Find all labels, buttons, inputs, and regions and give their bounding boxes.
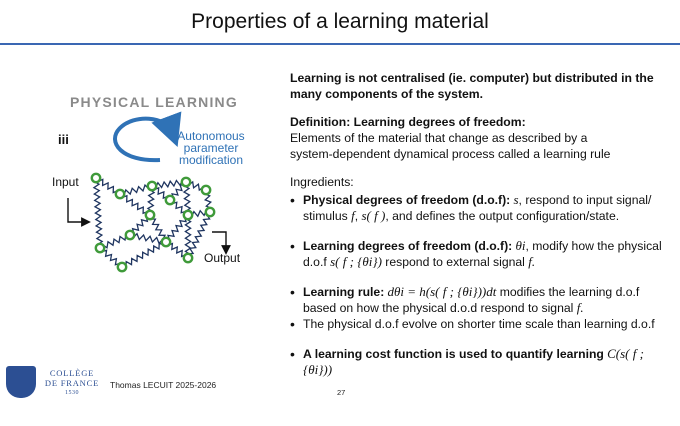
spring-edge — [182, 181, 192, 216]
spring-edge — [92, 177, 104, 249]
item-text: The physical d.o.f evolve on shorter tim… — [303, 317, 655, 331]
slide-title: Properties of a learning material — [191, 10, 489, 33]
list-item: Learning degrees of freedom (d.o.f): θi,… — [290, 238, 670, 270]
definition-line: system-dependent dynamical process calle… — [290, 147, 611, 161]
item-text: , respond to input signal/ — [518, 193, 652, 207]
item-text: d.o.f — [303, 255, 331, 269]
intro-paragraph: Learning is not centralised (ie. compute… — [290, 70, 670, 102]
network-node — [180, 176, 192, 188]
spring-edges — [92, 177, 213, 269]
definition-line: Elements of the material that change as … — [290, 131, 588, 145]
network-node — [164, 194, 176, 206]
spring-edge — [165, 214, 189, 243]
spring-edge — [184, 214, 192, 259]
spring-edge — [186, 211, 211, 259]
figure-heading: PHYSICAL LEARNING — [70, 94, 238, 110]
annotation-line: Autonomous — [177, 129, 245, 143]
item-bold: Learning rule: — [303, 285, 385, 299]
network-node — [94, 242, 106, 254]
network-node — [90, 172, 102, 184]
network-node — [114, 188, 126, 200]
spring-edge — [99, 233, 131, 249]
footer-author: Thomas LECUIT 2025-2026 — [110, 380, 217, 390]
network-node — [204, 206, 216, 218]
list-item: A learning cost function is used to quan… — [290, 346, 670, 378]
network-node — [146, 180, 158, 192]
item-bold: Physical degrees of freedom (d.o.f): — [303, 193, 511, 207]
item-math: θi — [512, 238, 526, 253]
network-nodes — [90, 172, 216, 273]
intro-line: many components of the system. — [290, 87, 484, 101]
network-node — [116, 261, 128, 273]
item-math: dθi = h(s( f ; {θi}))dt — [384, 284, 497, 299]
list-item: Physical degrees of freedom (d.o.f): s, … — [290, 192, 670, 224]
page-number: 27 — [337, 388, 346, 397]
list-item: The physical d.o.f evolve on shorter tim… — [290, 316, 670, 332]
item-math: f — [351, 208, 355, 223]
definition-block: Definition: Learning degrees of freedom:… — [290, 114, 670, 162]
definition-heading: Definition: Learning degrees of freedom: — [290, 115, 526, 129]
output-arrow — [212, 231, 231, 255]
output-label: Output — [204, 251, 241, 265]
item-bold: Learning degrees of freedom (d.o.f): — [303, 239, 513, 253]
item-text: stimulus — [303, 209, 352, 223]
list-item: Learning rule: dθi = h(s( f ; {θi}))dt m… — [290, 284, 670, 316]
physical-learning-figure: PHYSICAL LEARNING iii Autonomous paramet… — [40, 90, 280, 280]
item-bold: A learning cost function is used to quan… — [303, 347, 604, 361]
logo-line: DE FRANCE — [44, 378, 100, 388]
network-node — [182, 252, 194, 264]
network-node — [124, 229, 136, 241]
ingredients-heading: Ingredients: — [290, 175, 354, 189]
item-text: , modify how the physical — [525, 239, 662, 253]
item-text: based on how the physical d.o.d respond … — [303, 301, 577, 315]
logo-text: COLLÈGE DE FRANCE 1530 — [43, 368, 101, 398]
network-node — [182, 209, 194, 221]
input-arrow — [67, 198, 91, 227]
item-text: , and defines the output configuration/s… — [385, 209, 620, 223]
item-text: , — [354, 209, 362, 223]
item-math: f. — [576, 300, 584, 315]
title-divider — [0, 43, 680, 45]
network-node — [200, 184, 212, 196]
item-math: s — [510, 192, 519, 207]
crest-icon — [6, 366, 36, 398]
network-node — [144, 209, 156, 221]
ingredients-list: Physical degrees of freedom (d.o.f): s, … — [290, 192, 670, 378]
intro-line: Learning is not centralised (ie. compute… — [290, 71, 654, 85]
panel-label: iii — [58, 132, 69, 147]
autonomous-loop-arrow — [113, 111, 182, 163]
item-text: respond to external signal — [381, 255, 529, 269]
logo-year: 1530 — [65, 390, 79, 396]
annotation-line: parameter — [183, 141, 239, 155]
item-math: s( f ) — [361, 208, 386, 223]
spring-edge — [119, 193, 151, 216]
autonomous-annotation: Autonomous parameter modification — [166, 130, 256, 166]
college-de-france-logo: COLLÈGE DE FRANCE 1530 — [6, 366, 116, 400]
item-math: C(s( f ; {θi})) — [303, 346, 644, 377]
item-math: s( f ; {θi}) — [330, 254, 382, 269]
logo-line: COLLÈGE — [49, 368, 95, 378]
annotation-line: modification — [178, 153, 244, 167]
item-math: f. — [528, 254, 536, 269]
network-node — [160, 236, 172, 248]
spring-edge — [119, 183, 153, 197]
input-label: Input — [52, 175, 79, 189]
slide-body: Learning is not centralised (ie. compute… — [290, 70, 670, 378]
spring-edge — [121, 241, 167, 269]
item-text: modifies the learning d.o.f — [496, 285, 640, 299]
spring-network-diagram — [67, 111, 231, 273]
